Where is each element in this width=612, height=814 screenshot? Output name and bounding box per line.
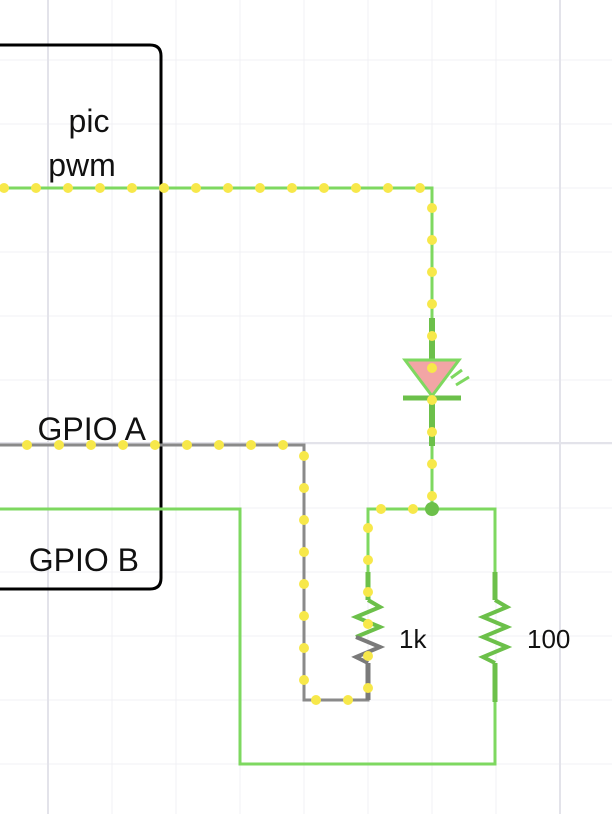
current-dot	[118, 440, 128, 450]
current-dot	[299, 515, 309, 525]
current-dot	[363, 587, 373, 597]
current-dot	[22, 440, 32, 450]
current-dot	[427, 427, 437, 437]
current-dot	[214, 440, 224, 450]
current-dot	[351, 183, 361, 193]
light-emission-icon	[450, 368, 470, 387]
current-dot	[343, 695, 353, 705]
current-dot	[299, 483, 309, 493]
current-dot	[255, 183, 265, 193]
current-dot	[287, 183, 297, 193]
chip-name-line1: pic	[69, 103, 110, 139]
current-dot	[246, 440, 256, 450]
current-dot	[223, 183, 233, 193]
chip-outline[interactable]	[0, 43, 163, 591]
current-dot	[363, 651, 373, 661]
current-dot	[299, 675, 309, 685]
current-dot	[159, 183, 169, 193]
current-dot	[363, 523, 373, 533]
current-dot	[427, 235, 437, 245]
current-dot	[311, 695, 321, 705]
current-dot	[427, 491, 437, 501]
current-dot	[363, 555, 373, 565]
current-dot	[299, 611, 309, 621]
current-dot	[319, 183, 329, 193]
current-dot	[63, 183, 73, 193]
wire-gpio-b[interactable]	[0, 507, 497, 766]
resistor-1k-label: 1k	[399, 624, 427, 654]
current-dot	[376, 504, 386, 514]
current-dot	[383, 183, 393, 193]
current-dot	[95, 183, 105, 193]
current-dot	[191, 183, 201, 193]
current-dot	[86, 440, 96, 450]
current-dot	[31, 183, 41, 193]
current-dot	[127, 183, 137, 193]
current-dot	[427, 331, 437, 341]
current-dot	[54, 440, 64, 450]
current-dot	[299, 579, 309, 589]
current-dot	[427, 203, 437, 213]
led-icon	[402, 358, 462, 399]
chip-name-line2: pwm	[48, 147, 116, 183]
current-dot	[363, 619, 373, 629]
pin-label-gpio-b: GPIO B	[29, 542, 139, 578]
current-dot	[299, 547, 309, 557]
current-dot	[299, 643, 309, 653]
current-dot	[299, 451, 309, 461]
current-dot	[427, 299, 437, 309]
current-dot	[427, 267, 437, 277]
junction-node[interactable]	[425, 502, 439, 516]
current-dot	[408, 504, 418, 514]
resistor-100-label: 100	[527, 624, 570, 654]
current-dot	[427, 395, 437, 405]
current-dot	[0, 183, 9, 193]
current-dot	[415, 183, 425, 193]
current-flow-dots	[0, 183, 437, 705]
current-dot	[182, 440, 192, 450]
wire-pwm-to-led[interactable]	[0, 186, 434, 360]
current-dot	[363, 683, 373, 693]
current-dot	[150, 440, 160, 450]
current-dot	[427, 363, 437, 373]
current-dot	[427, 459, 437, 469]
resistor-100[interactable]	[477, 572, 513, 702]
current-dot	[278, 440, 288, 450]
